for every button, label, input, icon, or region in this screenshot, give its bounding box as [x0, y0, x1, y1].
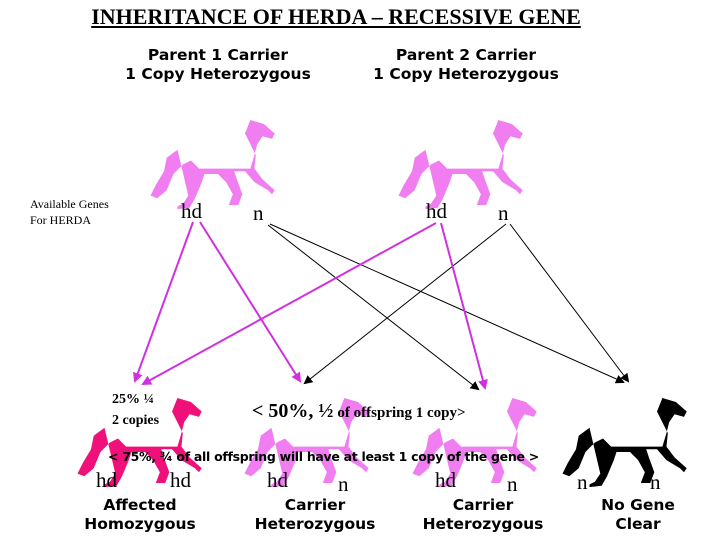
clear-gene-b: n	[650, 470, 661, 494]
arrow-p1n-to-carrier2	[267, 224, 480, 391]
parent-1-horse-icon	[150, 120, 275, 210]
parent-2-label-line2: 1 Copy Heterozygous	[373, 65, 559, 83]
arrow-p2hd-to-carrier2	[440, 222, 488, 390]
parent-1-label-line2: 1 Copy Heterozygous	[125, 65, 311, 83]
arrow-p2hd-to-affected	[141, 222, 437, 385]
hd-gene-arrows	[133, 221, 488, 390]
clear-label: No Gene Clear	[568, 496, 708, 534]
available-genes-line2: For HERDA	[30, 213, 92, 227]
parent-1-gene-hd: hd	[181, 199, 202, 223]
clear-label-line2: Clear	[615, 515, 661, 533]
affected-label: Affected Homozygous	[70, 496, 210, 534]
parent-1-gene-n: n	[253, 201, 264, 225]
parent-2-label: Parent 2 Carrier 1 Copy Heterozygous	[356, 46, 576, 84]
parent-2-horse-icon	[398, 120, 523, 210]
affected-gene-a: hd	[96, 468, 117, 492]
carrier-2-gene-b: n	[507, 472, 518, 496]
carrier-2-label-line2: Heterozygous	[422, 515, 544, 533]
available-genes-line1: Available Genes	[30, 197, 109, 211]
parent-2-gene-n: n	[498, 201, 509, 225]
parent-1-label: Parent 1 Carrier 1 Copy Heterozygous	[108, 46, 328, 84]
at-least-one-copy-note: < 75%, ¾ of all offspring will have at l…	[108, 449, 539, 464]
arrow-p1n-to-clear	[269, 223, 625, 384]
arrow-p2n-to-carrier1	[303, 223, 507, 385]
carrier-1-gene-a: hd	[267, 468, 288, 492]
carrier-percentage-small: of offspring 1 copy>	[337, 405, 466, 421]
affected-label-line1: Affected	[103, 496, 177, 514]
page-title: INHERITANCE OF HERDA – RECESSIVE GENE	[91, 4, 581, 29]
carrier-1-label: Carrier Heterozygous	[245, 496, 385, 534]
carrier-2-label-line1: Carrier	[452, 496, 514, 514]
affected-copies: 2 copies	[112, 413, 160, 428]
carrier-1-gene-b: n	[338, 472, 349, 496]
clear-gene-a: n	[577, 470, 588, 494]
parent-1-label-line1: Parent 1 Carrier	[147, 46, 289, 64]
carrier-1-label-line2: Heterozygous	[254, 515, 376, 533]
n-gene-arrows	[267, 223, 630, 391]
carrier-2-label: Carrier Heterozygous	[413, 496, 553, 534]
arrow-p2n-to-clear	[509, 223, 630, 383]
carrier-2-gene-a: hd	[435, 468, 456, 492]
affected-gene-b: hd	[170, 468, 191, 492]
carrier-percentage-big: < 50%, ½	[252, 400, 334, 422]
affected-percentage: 25% ¼ 2 copies	[112, 389, 159, 431]
arrow-p1hd-to-affected	[133, 221, 194, 383]
available-genes-label: Available Genes For HERDA	[30, 196, 109, 228]
affected-percentage-value: 25% ¼	[112, 392, 154, 407]
affected-label-line2: Homozygous	[84, 515, 196, 533]
carrier-percentage: < 50%, ½ of offspring 1 copy>	[252, 400, 466, 423]
carrier-1-label-line1: Carrier	[284, 496, 346, 514]
parent-2-label-line1: Parent 2 Carrier	[395, 46, 537, 64]
parent-2-gene-hd: hd	[426, 199, 447, 223]
clear-label-line1: No Gene	[601, 496, 675, 514]
arrow-p1hd-to-carrier1	[199, 221, 302, 383]
